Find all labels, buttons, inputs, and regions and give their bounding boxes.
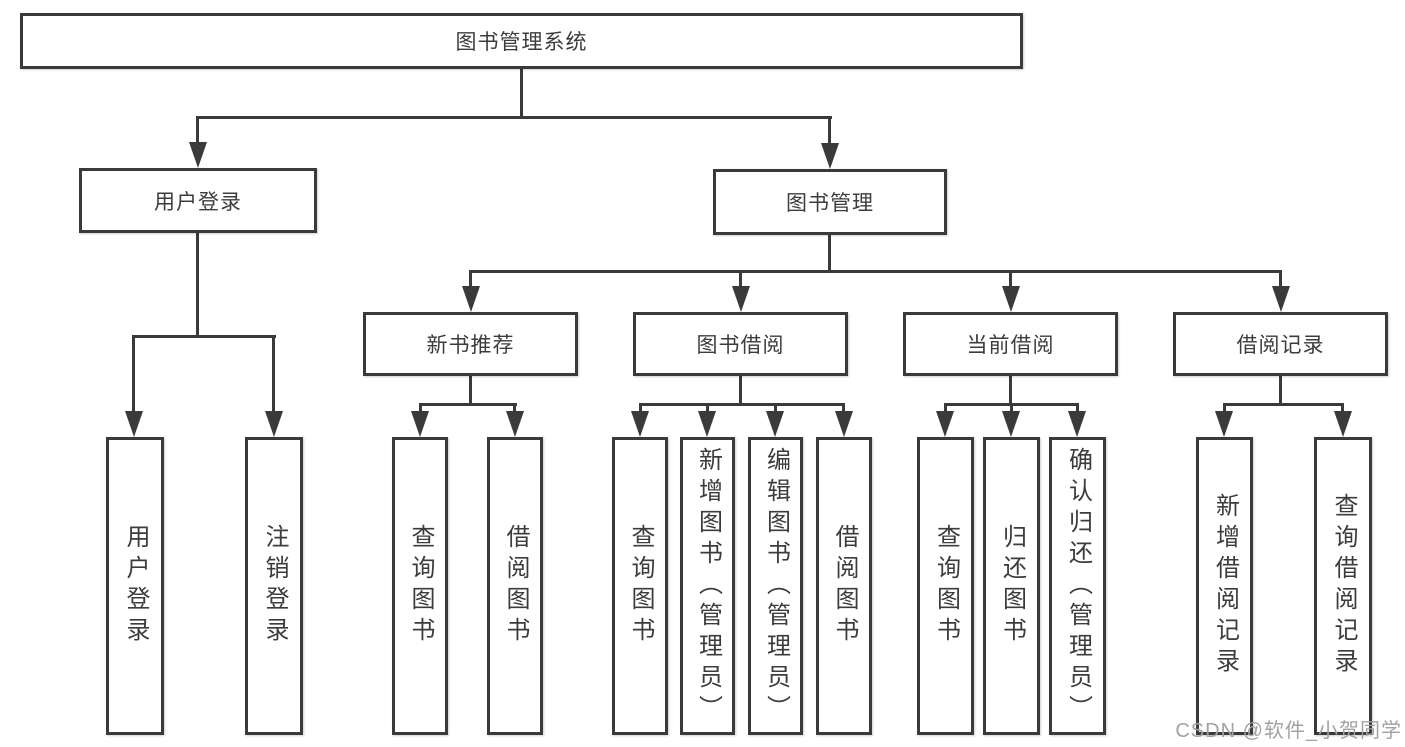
arrowhead-down-icon	[1334, 411, 1352, 437]
node-label: 查询图书	[932, 524, 960, 648]
node-edit-books-admin: 编辑图书（管理员）	[748, 437, 803, 735]
node-new-book-recommendation: 新书推荐	[363, 312, 578, 376]
node-label: 编辑图书（管理员）	[762, 446, 790, 726]
arrowhead-down-icon	[411, 411, 429, 437]
connector-drop	[1009, 270, 1012, 288]
node-book-borrowing: 图书借阅	[633, 312, 848, 376]
node-label: 当前借阅	[966, 334, 1055, 357]
node-label: 注销登录	[261, 524, 288, 648]
node-query-books-borrowing: 查询图书	[612, 437, 668, 735]
connector-drop	[1279, 270, 1282, 288]
arrowhead-down-icon	[698, 411, 716, 437]
node-label: 用户登录	[122, 524, 149, 648]
node-user-login-leaf: 用户登录	[106, 437, 164, 735]
connector-level3-rail	[469, 270, 1281, 273]
connector-current-borrow-stem	[1009, 376, 1012, 406]
connector-new-book-rail	[419, 403, 517, 406]
connector-drop	[513, 403, 516, 413]
node-add-borrow-record: 新增借阅记录	[1196, 437, 1253, 735]
connector-borrow-record-stem	[1279, 376, 1282, 406]
node-label: 借阅图书	[502, 524, 529, 648]
node-label: 图书借阅	[696, 334, 785, 357]
connector-drop	[1223, 403, 1226, 413]
node-label: 查询图书	[407, 524, 434, 648]
connector-book-borrow-rail	[639, 403, 845, 406]
arrowhead-down-icon	[631, 411, 649, 437]
node-book-management: 图书管理	[713, 169, 947, 235]
node-logout-login: 注销登录	[245, 437, 303, 735]
connector-book-mgmt-stem	[828, 235, 831, 272]
connector-drop	[1341, 403, 1344, 413]
arrowhead-down-icon	[936, 411, 954, 437]
node-label: 借阅图书	[831, 524, 858, 648]
node-label: 查询借阅记录	[1330, 493, 1357, 679]
node-label: 新书推荐	[426, 334, 515, 357]
arrowhead-down-icon	[189, 142, 207, 168]
node-label: 新增借阅记录	[1211, 493, 1239, 679]
connector-level2-rail	[196, 116, 832, 119]
node-label: 用户登录	[154, 190, 242, 214]
connector-drop	[828, 116, 831, 144]
node-query-books-current: 查询图书	[917, 437, 974, 735]
node-return-books: 归还图书	[983, 437, 1040, 735]
connector-user-login-rail	[132, 335, 276, 338]
connector-drop	[706, 403, 709, 413]
node-confirm-return-admin: 确认归还（管理员）	[1049, 437, 1106, 735]
node-current-borrowing: 当前借阅	[903, 312, 1118, 376]
connector-drop	[739, 270, 742, 288]
node-borrow-books: 借阅图书	[816, 437, 872, 735]
node-label: 借阅记录	[1236, 334, 1325, 357]
arrowhead-down-icon	[766, 411, 784, 437]
connector-drop	[944, 403, 947, 413]
node-label: 查询图书	[627, 524, 654, 648]
connector-drop	[1076, 403, 1079, 413]
arrowhead-down-icon	[1002, 411, 1020, 437]
connector-drop	[132, 335, 135, 413]
node-query-borrow-record: 查询借阅记录	[1314, 437, 1372, 735]
node-library-management-system: 图书管理系统	[20, 13, 1023, 69]
arrowhead-down-icon	[265, 411, 283, 437]
connector-drop	[774, 403, 777, 413]
connector-new-book-stem	[469, 376, 472, 406]
connector-root-stem	[520, 69, 523, 117]
arrowhead-down-icon	[506, 411, 524, 437]
node-label: 确认归还（管理员）	[1064, 446, 1092, 726]
node-query-books-recommend: 查询图书	[392, 437, 448, 735]
arrowhead-down-icon	[821, 143, 839, 169]
connector-drop	[196, 116, 199, 144]
node-label: 新增图书（管理员）	[694, 446, 722, 726]
arrowhead-down-icon	[835, 411, 853, 437]
arrowhead-down-icon	[1002, 286, 1020, 312]
node-user-login: 用户登录	[79, 168, 317, 233]
connector-drop	[1010, 403, 1013, 413]
node-borrowing-records: 借阅记录	[1173, 312, 1388, 376]
connector-drop	[639, 403, 642, 413]
connector-drop	[419, 403, 422, 413]
arrowhead-down-icon	[1215, 411, 1233, 437]
connector-book-borrow-stem	[739, 376, 742, 406]
connector-drop	[272, 335, 275, 413]
node-label: 图书管理系统	[455, 31, 588, 54]
arrowhead-down-icon	[732, 286, 750, 312]
node-label: 图书管理	[786, 192, 874, 215]
csdn-watermark: CSDN @软件_小贺同学	[1175, 720, 1402, 742]
connector-drop	[842, 403, 845, 413]
node-borrow-books-recommend: 借阅图书	[487, 437, 543, 735]
arrowhead-down-icon	[1068, 411, 1086, 437]
arrowhead-down-icon	[1272, 286, 1290, 312]
arrowhead-down-icon	[125, 411, 143, 437]
connector-user-login-stem	[196, 233, 199, 338]
connector-drop	[469, 270, 472, 288]
node-label: 归还图书	[998, 524, 1026, 648]
connector-borrow-record-rail	[1223, 403, 1344, 406]
arrowhead-down-icon	[462, 286, 480, 312]
node-add-books-admin: 新增图书（管理员）	[680, 437, 735, 735]
